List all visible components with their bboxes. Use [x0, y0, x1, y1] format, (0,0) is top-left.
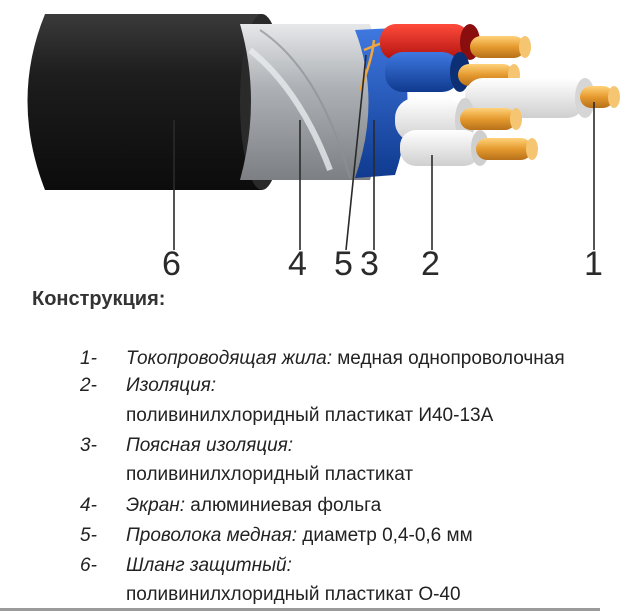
legend-term: Поясная изоляция: — [126, 435, 294, 456]
cable-diagram — [27, 14, 620, 251]
legend-desc: диаметр 0,4-0,6 мм — [296, 525, 473, 546]
legend-item-6: 6- Шланг защитный: — [0, 553, 636, 579]
legend-term: Проволока медная: — [126, 525, 297, 546]
legend-item-3: 3- Поясная изоляция: — [0, 433, 636, 459]
legend-number: 2- — [80, 375, 97, 396]
callout-3: 3 — [360, 245, 379, 283]
callout-1: 1 — [584, 245, 603, 283]
legend-item-3-line2: поливинилхлоридный пластикат — [0, 462, 636, 488]
legend-desc: алюминиевая фольга — [185, 495, 382, 516]
legend-item-6-line2: поливинилхлоридный пластикат О-40 — [0, 582, 636, 608]
legend-desc: медная однопроволочная — [331, 348, 565, 369]
legend-desc: поливинилхлоридный пластикат И40-13А — [126, 405, 494, 426]
legend-item-2: 2- Изоляция: — [0, 373, 636, 399]
legend-number: 3- — [80, 435, 97, 456]
legend-term: Шланг защитный: — [126, 555, 292, 576]
callout-2: 2 — [421, 245, 440, 283]
core-white-3 — [400, 130, 538, 166]
bottom-divider — [0, 608, 600, 611]
legend-number: 1- — [80, 348, 97, 369]
legend-number: 6- — [80, 555, 97, 576]
core-blue — [385, 52, 520, 92]
legend-term: Экран: — [126, 495, 186, 516]
legend-item-2-line2: поливинилхлоридный пластикат И40-13А — [0, 403, 636, 429]
construction-title: Конструкция: — [32, 288, 166, 310]
callout-5: 5 — [334, 245, 353, 283]
legend-item-5: 5- Проволока медная: диаметр 0,4-0,6 мм — [0, 523, 636, 549]
leader-line-5 — [345, 54, 367, 251]
legend-desc: поливинилхлоридный пластикат — [126, 464, 414, 485]
legend-number: 4- — [80, 495, 97, 516]
leader-lines — [173, 54, 595, 251]
legend-term: Токопроводящая жила: — [126, 348, 332, 369]
legend-item-1: 1- Токопроводящая жила: медная однопрово… — [0, 346, 636, 372]
callout-4: 4 — [288, 245, 307, 283]
core-red — [380, 24, 531, 60]
legend-number: 5- — [80, 525, 97, 546]
foil-screen — [240, 24, 383, 180]
callout-6: 6 — [162, 245, 181, 283]
legend-term: Изоляция: — [126, 375, 217, 396]
legend-item-4: 4- Экран: алюминиевая фольга — [0, 493, 636, 519]
legend-desc: поливинилхлоридный пластикат О-40 — [126, 584, 461, 605]
